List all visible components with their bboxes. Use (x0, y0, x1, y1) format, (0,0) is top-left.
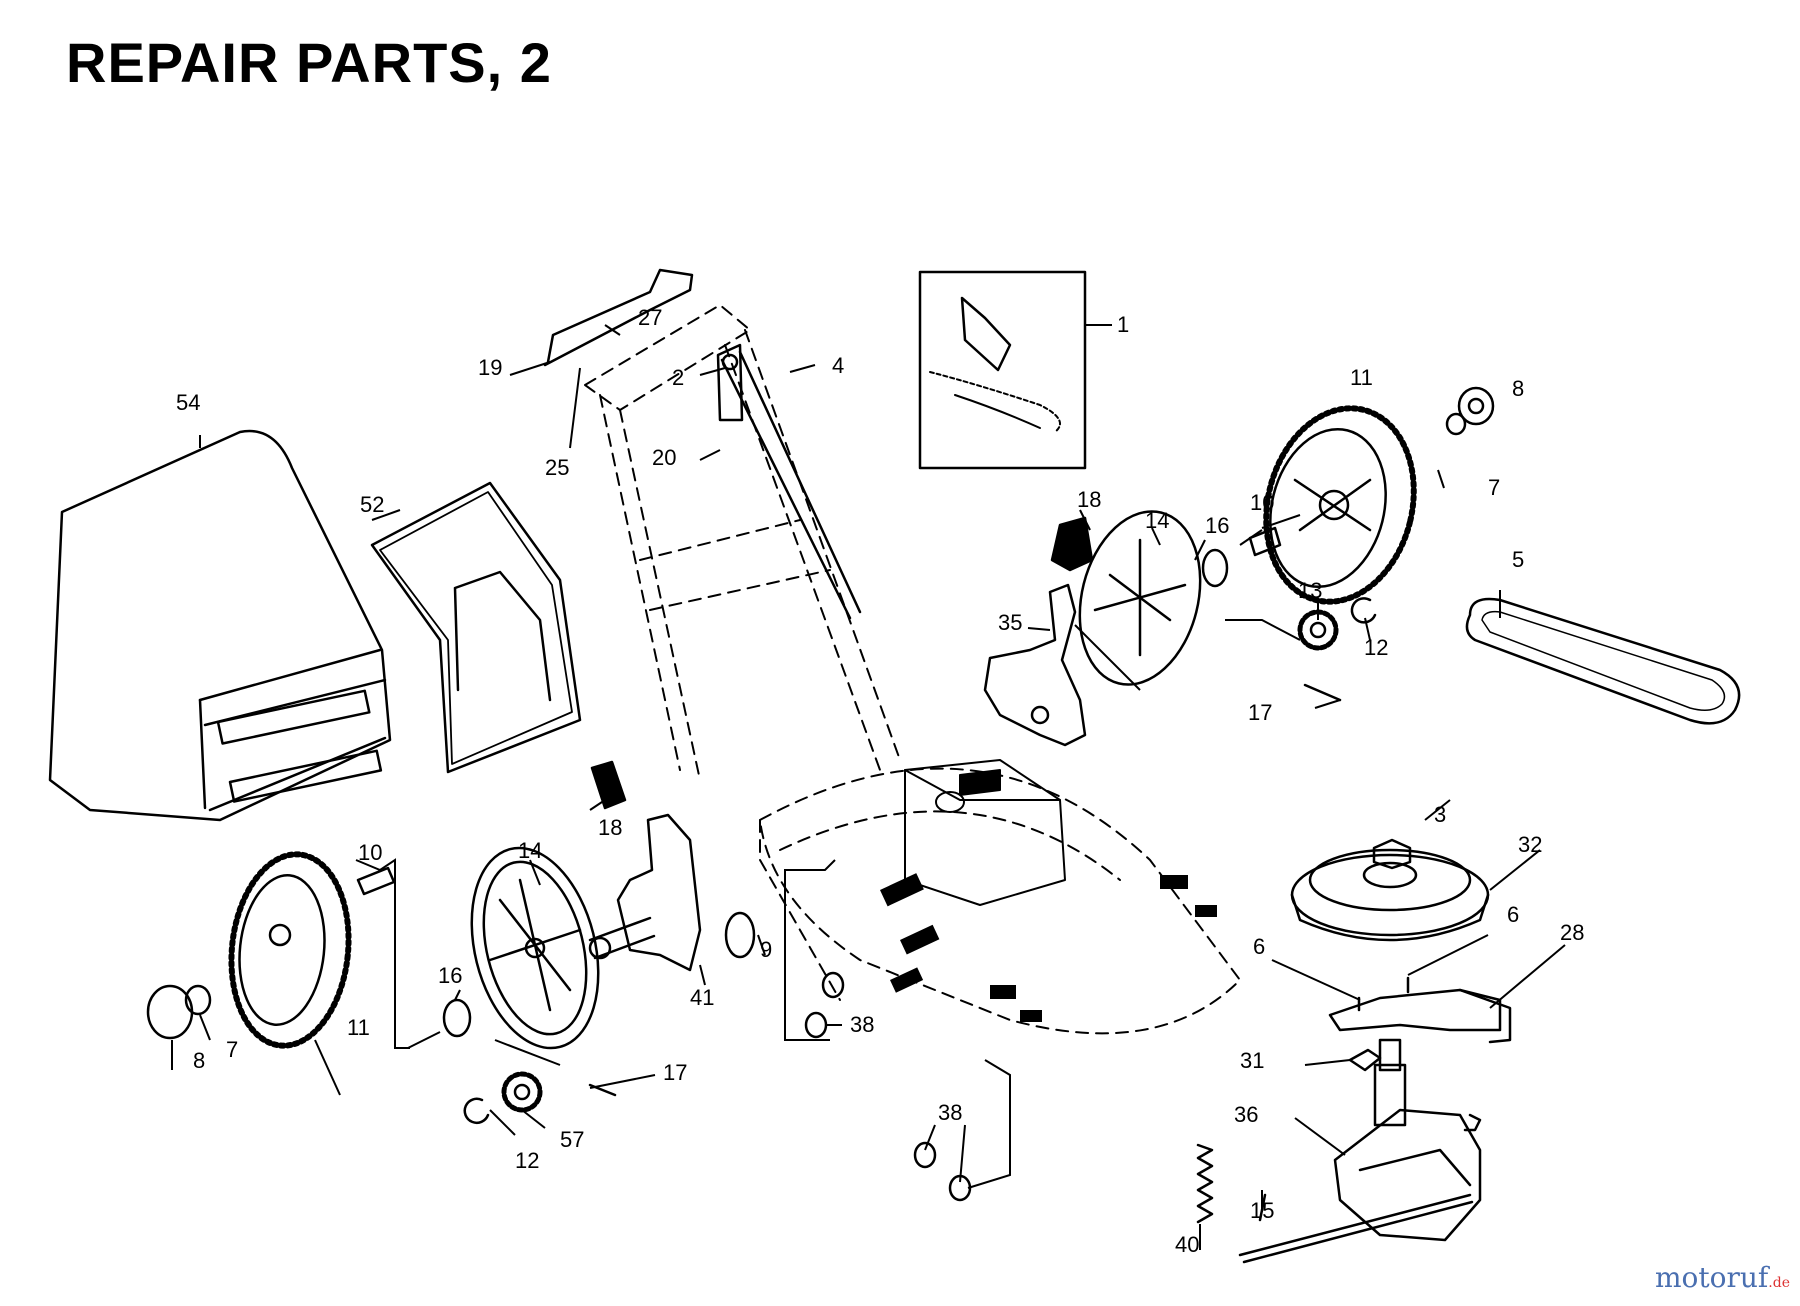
nut-38-a (821, 971, 845, 999)
watermark-main: motoruf (1654, 1261, 1769, 1294)
clip-31 (1348, 1048, 1382, 1072)
callout-8b: 8 (193, 1048, 205, 1073)
callout-19: 19 (478, 355, 502, 380)
callout-3: 3 (1434, 802, 1446, 827)
callout-6b: 6 (1507, 902, 1519, 927)
callout-54: 54 (176, 390, 200, 415)
watermark: motoruf.de (1655, 1261, 1790, 1294)
wheel-hub-lower (470, 846, 600, 1050)
nut-38-b (804, 1011, 828, 1039)
callout-18a: 18 (1077, 487, 1101, 512)
callout-41: 41 (690, 985, 714, 1010)
clip-lower (463, 1097, 490, 1125)
nut-upper (1445, 412, 1467, 436)
gear-lower (501, 1071, 543, 1113)
callout-5: 5 (1512, 547, 1524, 572)
cable-lever (960, 296, 1012, 372)
bag-frame (370, 481, 582, 774)
height-bracket-upper (983, 583, 1087, 747)
callout-13: 13 (1298, 578, 1322, 603)
callout-35: 35 (998, 610, 1022, 635)
callout-12b: 12 (515, 1148, 539, 1173)
callout-16b: 16 (438, 963, 462, 988)
callout-17b: 17 (663, 1060, 687, 1085)
callout-31: 31 (1240, 1048, 1264, 1073)
callout-7b: 7 (226, 1037, 238, 1062)
rod-bracket (716, 343, 744, 422)
callout-32: 32 (1518, 832, 1542, 857)
wheel-hub-upper (1078, 510, 1202, 686)
callout-9: 9 (760, 937, 772, 962)
height-bracket-lower (616, 813, 702, 972)
page-title: REPAIR PARTS, 2 (66, 31, 552, 94)
transmission (1333, 1108, 1482, 1242)
control-rod (720, 350, 862, 620)
washer-lower (442, 998, 472, 1038)
callout-20: 20 (652, 445, 676, 470)
nut-38-c (913, 1141, 937, 1169)
deck-vents (880, 873, 1217, 1022)
callout-14a: 14 (1145, 508, 1169, 533)
callout-10a: 10 (1250, 490, 1274, 515)
callout-4: 4 (832, 353, 844, 378)
hubcap-upper (1457, 386, 1495, 426)
callout-10b: 10 (358, 840, 382, 865)
callout-6a: 6 (1253, 934, 1265, 959)
leader-lines (171, 324, 1566, 1250)
grass-bag (48, 429, 392, 822)
callout-25: 25 (545, 455, 569, 480)
cable-wire (929, 371, 1061, 433)
callout-14b: 14 (518, 838, 542, 863)
watermark-tld: .de (1768, 1275, 1790, 1291)
callout-17a: 17 (1248, 700, 1272, 725)
callout-12a: 12 (1364, 635, 1388, 660)
washer-upper (1201, 548, 1229, 588)
spacer-upper (1248, 526, 1282, 557)
callout-57: 57 (560, 1127, 584, 1152)
axle (1238, 1193, 1474, 1264)
callout-2: 2 (672, 365, 684, 390)
callout-11b: 11 (347, 1015, 370, 1040)
callout-8a: 8 (1512, 376, 1524, 401)
drive-belt (1465, 597, 1741, 725)
pin-upper (1303, 683, 1342, 702)
bail-handle (543, 268, 694, 367)
mower-outline-phantom (584, 304, 1241, 1035)
callout-7a: 7 (1488, 475, 1500, 500)
callout-38b: 38 (938, 1100, 962, 1125)
washer-9 (724, 911, 756, 959)
callout-11a: 11 (1350, 365, 1373, 390)
callout-52: 52 (360, 492, 384, 517)
callout-16a: 16 (1205, 513, 1229, 538)
callout-40: 40 (1175, 1232, 1199, 1257)
cable-inset-box (918, 270, 1087, 470)
clip-upper (1350, 597, 1377, 624)
callout-18b: 18 (598, 815, 622, 840)
callout-15: 15 (1250, 1198, 1274, 1223)
callout-36: 36 (1234, 1102, 1258, 1127)
hubcap-lower (146, 984, 194, 1040)
callout-38a: 38 (850, 1012, 874, 1037)
callout-1: 1 (1117, 312, 1129, 337)
mounting-plate (1328, 988, 1502, 1032)
callout-28: 28 (1560, 920, 1584, 945)
knob-upper (1050, 516, 1094, 572)
spacer-lower (356, 866, 396, 896)
wheel-right (1264, 407, 1416, 603)
nut-lower (184, 984, 212, 1016)
pulley-nut (1372, 838, 1412, 870)
spring (1196, 1143, 1214, 1224)
knob-lower (590, 760, 627, 810)
callout-27: 27 (638, 305, 662, 330)
